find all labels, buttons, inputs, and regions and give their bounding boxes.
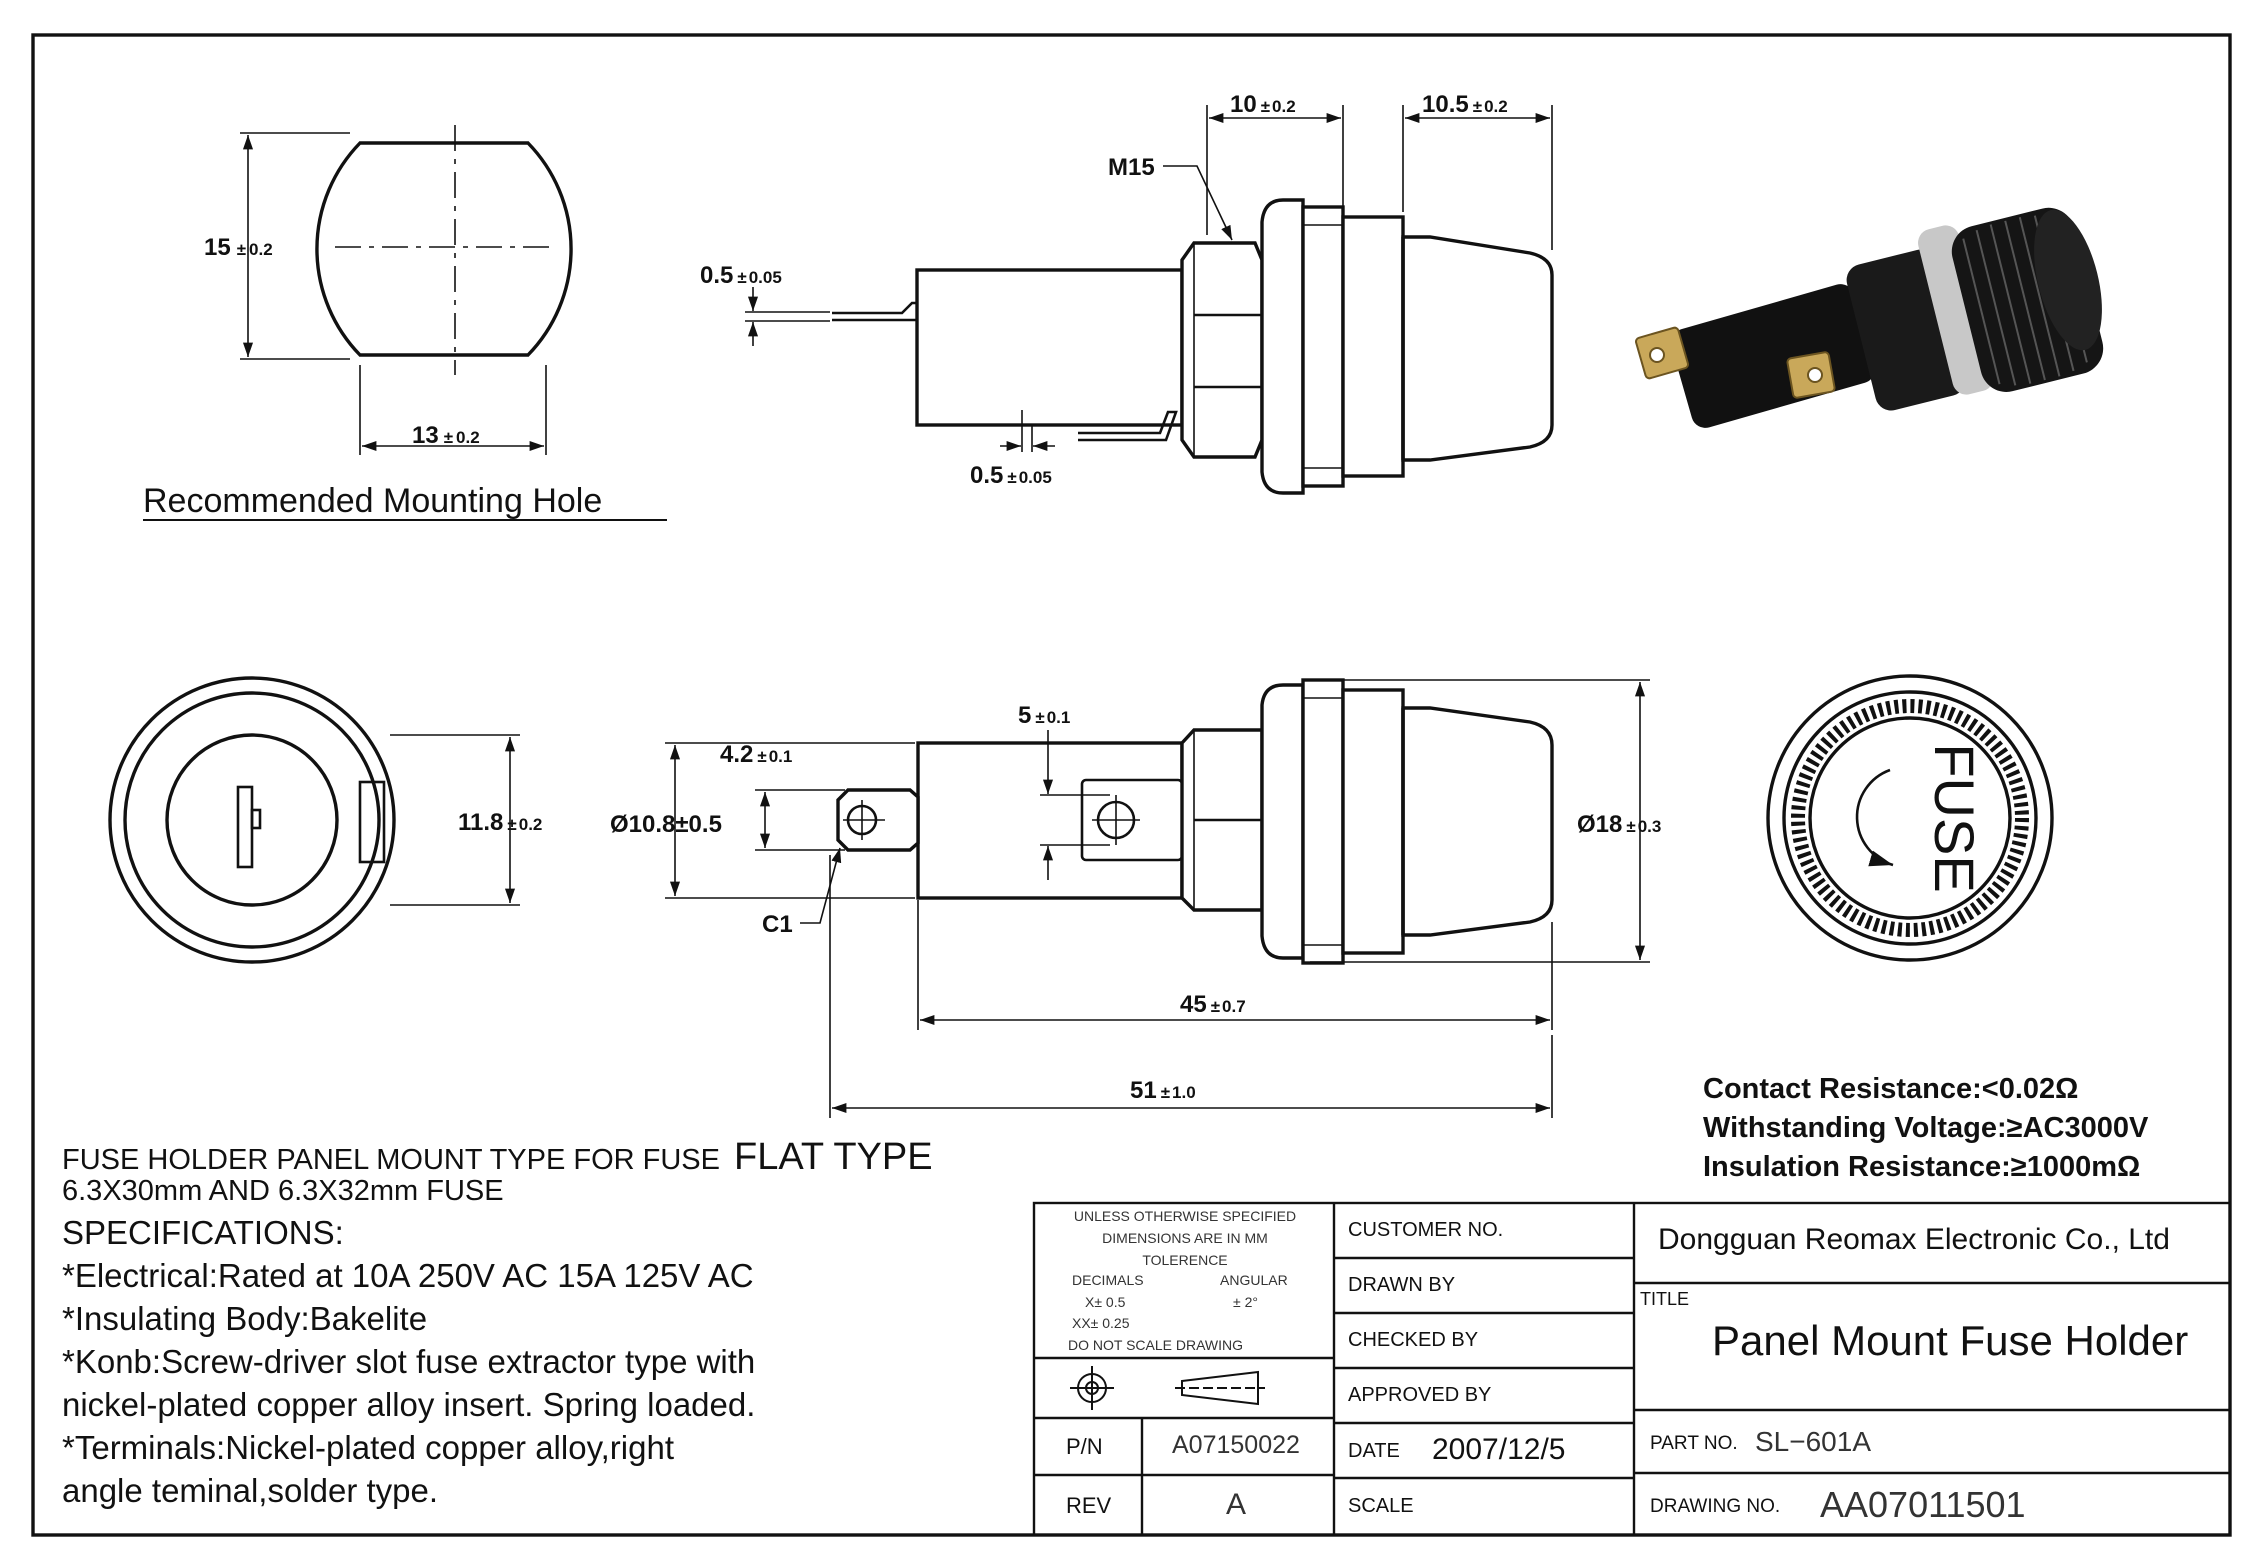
checked-by-label: CHECKED BY xyxy=(1348,1329,1479,1351)
part-no-value: SL−601A xyxy=(1755,1426,1871,1457)
insulation-resistance: Insulation Resistance:≥1000mΩ xyxy=(1703,1151,2141,1183)
rev-label: REV xyxy=(1066,1493,1112,1518)
part-no-label: PART NO. xyxy=(1650,1433,1738,1454)
angular-tolerance: ± 2° xyxy=(1233,1294,1258,1310)
spec-item-knob: *Konb:Screw-driver slot fuse extractor t… xyxy=(62,1343,756,1380)
company-name: Dongguan Reomax Electronic Co., Ltd xyxy=(1658,1223,2170,1256)
product-photo xyxy=(1635,207,2104,428)
end-view-right xyxy=(1766,674,2054,962)
cap-length-dim: 10.5±0.2 xyxy=(1422,91,1508,118)
thread-label: M15 xyxy=(1108,154,1155,181)
tolerance-note: UNLESS OTHERWISE SPECIFIED DIMENSIONS AR… xyxy=(1073,1208,1297,1268)
date-label: DATE xyxy=(1348,1440,1400,1462)
approved-by-label: APPROVED BY xyxy=(1348,1384,1492,1406)
mount-width-dim: 13±0.2 xyxy=(412,422,480,449)
spec-heading: SPECIFICATIONS: xyxy=(62,1214,344,1251)
spec-line-2: 6.3X30mm AND 6.3X32mm FUSE xyxy=(62,1175,504,1207)
decimals-label: DECIMALS xyxy=(1072,1272,1144,1288)
fuse-cap-text: FUSE xyxy=(1923,743,1986,892)
end-width-dim: 11.8±0.2 xyxy=(458,809,542,836)
mounting-hole-title: Recommended Mounting Hole xyxy=(143,482,602,520)
spec-title: FUSE HOLDER PANEL MOUNT TYPE FOR FUSE xyxy=(62,1144,720,1176)
rev-value: A xyxy=(1226,1488,1247,1521)
hole-dim: 5±0.1 xyxy=(1018,702,1070,729)
mounting-hole-view xyxy=(240,125,573,455)
contact-resistance: Contact Resistance:<0.02Ω xyxy=(1703,1073,2079,1105)
length-51-dim: 51±1.0 xyxy=(1130,1077,1196,1104)
side-view xyxy=(745,105,1554,495)
projection-symbol-icon xyxy=(1070,1366,1265,1410)
length-45-dim: 45±0.7 xyxy=(1180,991,1246,1018)
title-value: Panel Mount Fuse Holder xyxy=(1712,1317,2189,1364)
spec-item-electrical: *Electrical:Rated at 10A 250V AC 15A 125… xyxy=(62,1257,754,1294)
spec-item-terminals-cont: angle teminal,solder type. xyxy=(62,1472,439,1509)
cap-dia-dim: Ø18±0.3 xyxy=(1577,811,1661,838)
date-value: 2007/12/5 xyxy=(1432,1433,1566,1466)
terminal-width-dim: 4.2±0.1 xyxy=(720,741,792,768)
spec-item-knob-cont: nickel-plated copper alloy insert. Sprin… xyxy=(62,1386,756,1423)
x-tolerance: X± 0.5 xyxy=(1085,1294,1126,1310)
withstanding-voltage: Withstanding Voltage:≥AC3000V xyxy=(1703,1112,2149,1144)
spec-item-body: *Insulating Body:Bakelite xyxy=(62,1300,428,1337)
ratings-block: Contact Resistance:<0.02Ω Withstanding V… xyxy=(1703,1070,2148,1187)
end-view-left xyxy=(108,676,520,964)
pn-value: A07150022 xyxy=(1172,1431,1300,1459)
chamfer-label: C1 xyxy=(762,911,793,938)
no-scale-note: DO NOT SCALE DRAWING xyxy=(1068,1337,1244,1353)
spec-line-1: FUSE HOLDER PANEL MOUNT TYPE FOR FUSE FL… xyxy=(62,1136,933,1179)
angular-label: ANGULAR xyxy=(1220,1272,1288,1288)
title-label: TITLE xyxy=(1640,1289,1690,1309)
body-dia-dim: Ø10.8±0.5 xyxy=(610,811,722,838)
drawn-by-label: DRAWN BY xyxy=(1348,1274,1456,1296)
drawing-no-label: DRAWING NO. xyxy=(1650,1496,1781,1517)
terminal-bottom-dim: 0.5±0.05 xyxy=(970,462,1052,489)
spec-item-terminals: *Terminals:Nickel-plated copper alloy,ri… xyxy=(62,1429,674,1466)
terminal-top-dim: 0.5±0.05 xyxy=(700,262,782,289)
drawing-no-value: AA07011501 xyxy=(1820,1484,2026,1525)
pn-label: P/N xyxy=(1066,1434,1103,1459)
scale-label: SCALE xyxy=(1348,1495,1414,1517)
flat-type-label: FLAT TYPE xyxy=(734,1136,933,1178)
customer-no-label: CUSTOMER NO. xyxy=(1348,1219,1504,1241)
xx-tolerance: XX± 0.25 xyxy=(1072,1315,1130,1331)
front-view xyxy=(665,678,1650,1118)
mount-height-dim: 15±0.2 xyxy=(204,234,273,261)
knob-length-dim: 10±0.2 xyxy=(1230,91,1296,118)
